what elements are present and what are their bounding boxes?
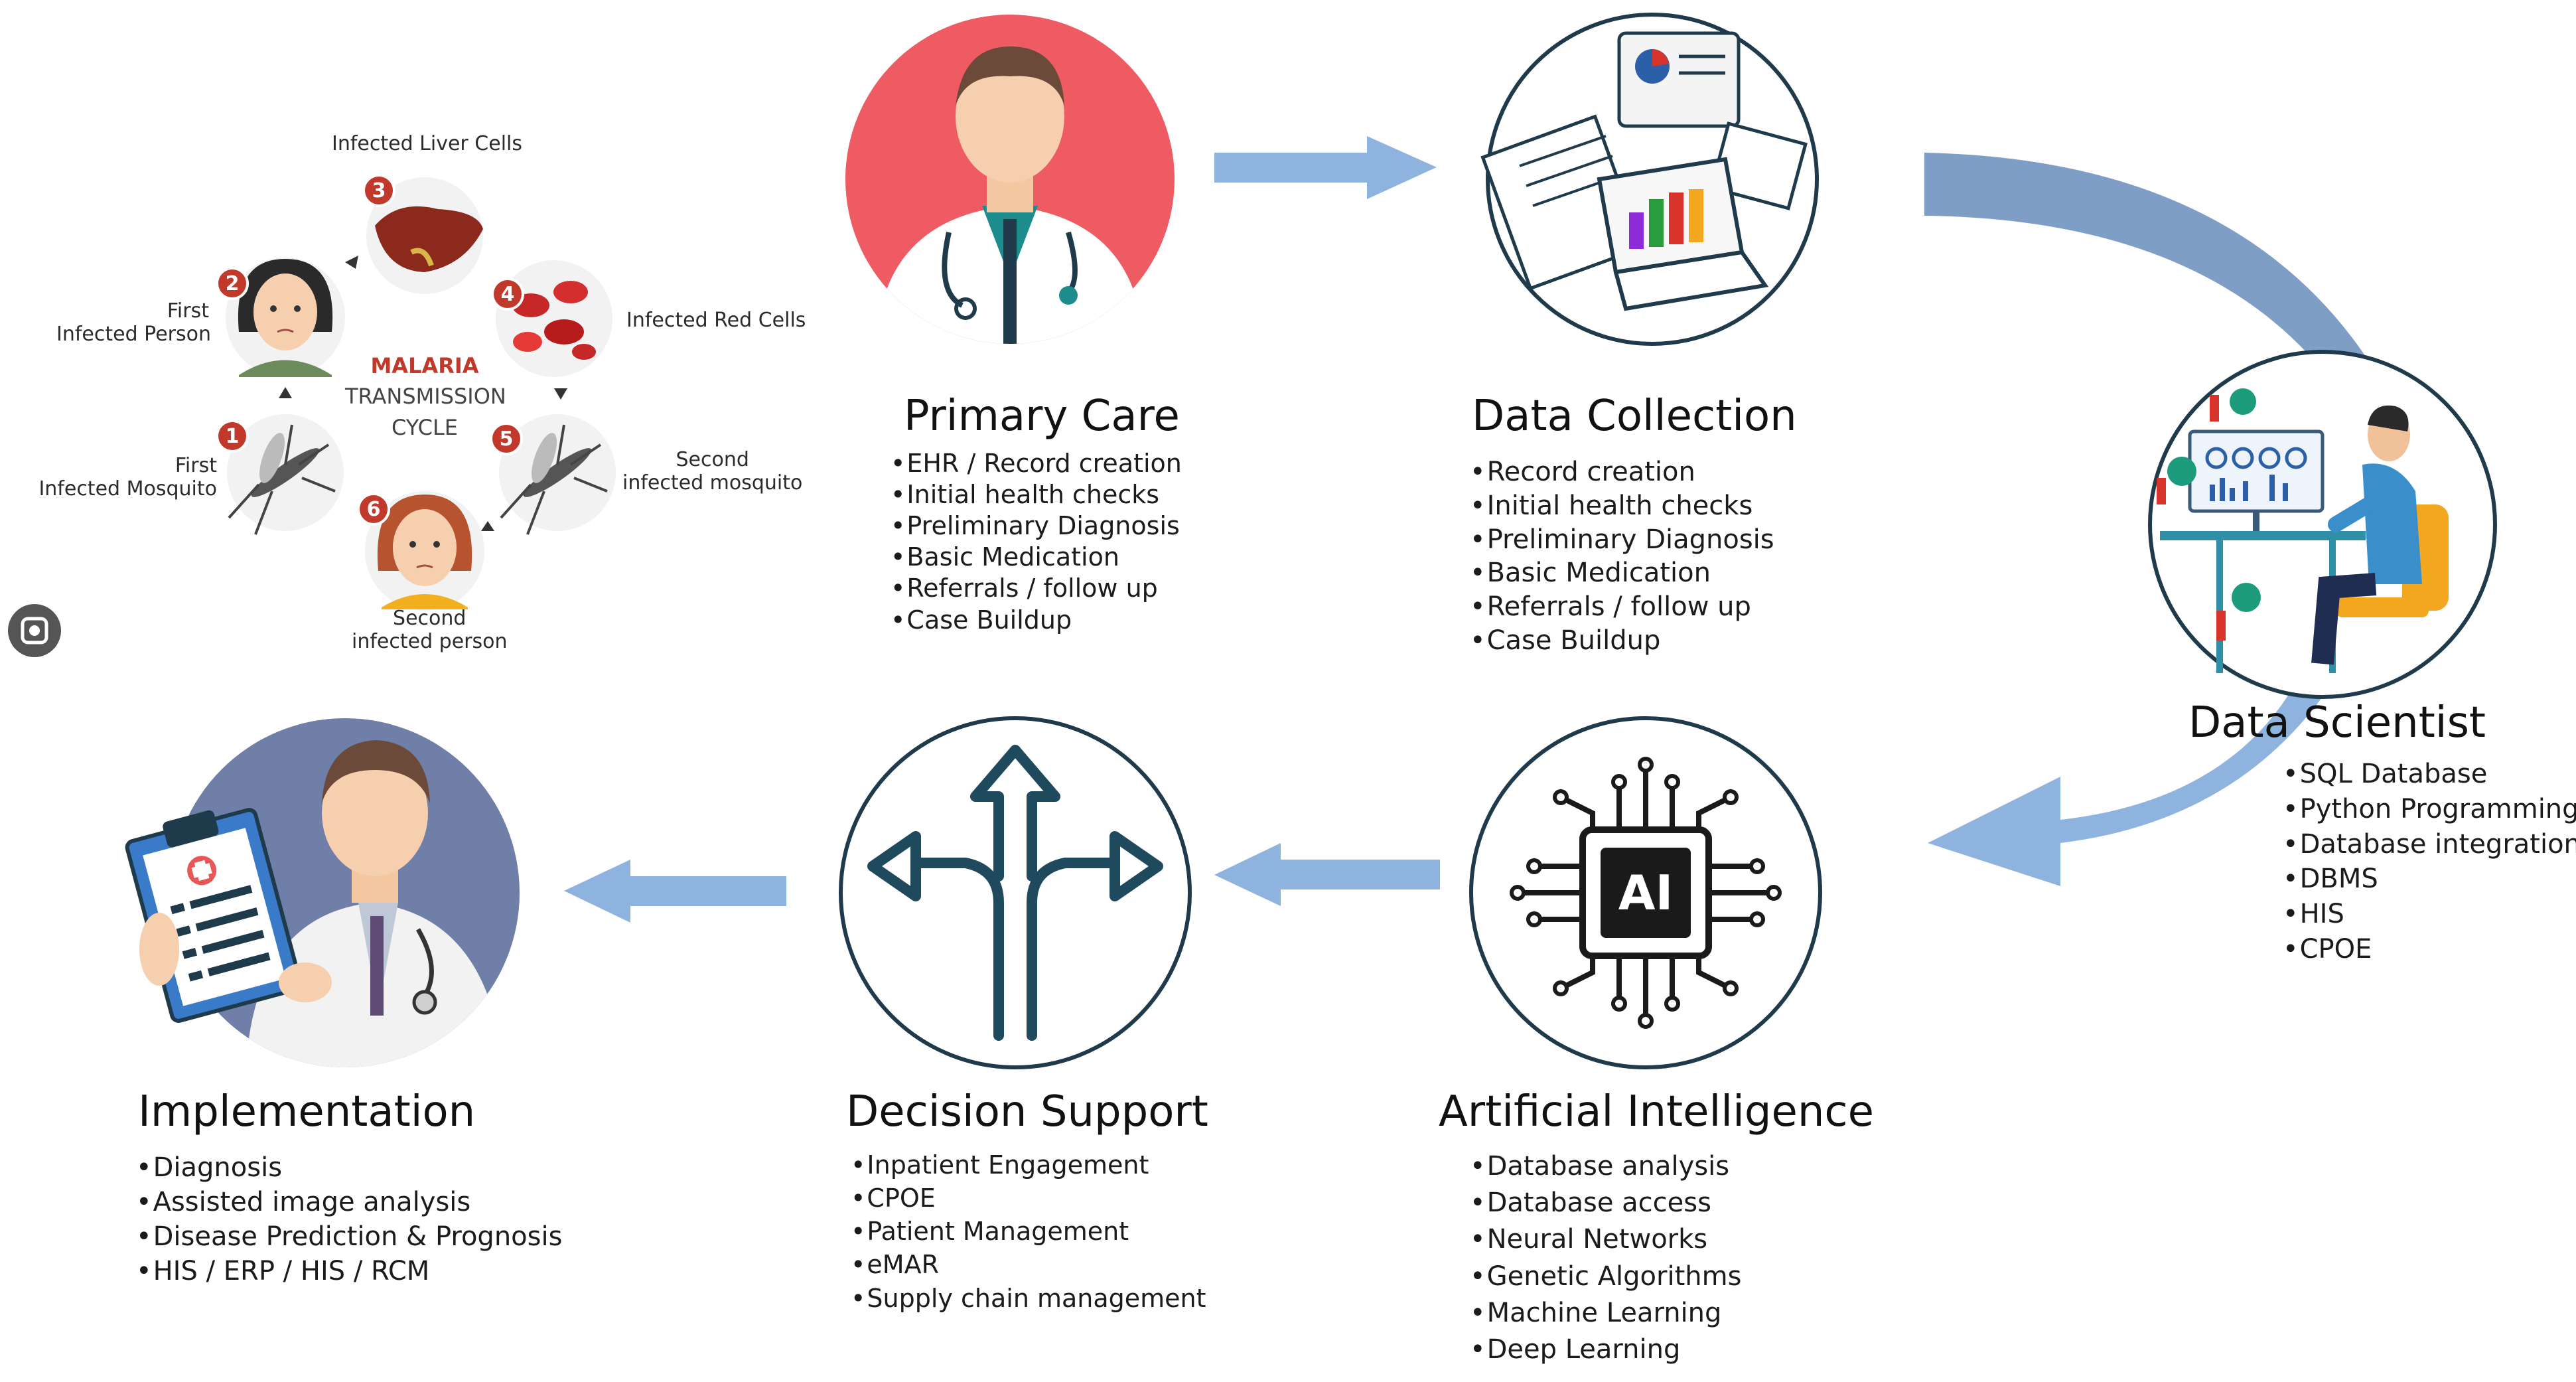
step-badge-1: 1 [216, 420, 249, 453]
primary-care-title: Primary Care [904, 392, 1180, 441]
list-item: EHR / Record creation [891, 448, 1181, 479]
split-arrows-icon [839, 716, 1192, 1069]
label-step-2: First Infected Person [56, 299, 211, 346]
list-item: Database analysis [1470, 1148, 1741, 1185]
list-item: Case Buildup [891, 605, 1182, 636]
list-item: HIS / ERP / HIS / RCM [136, 1254, 562, 1288]
list-item: Machine Learning [1470, 1295, 1741, 1332]
primary-care-list: EHR / Record creation Initial health che… [891, 448, 1182, 636]
list-item: eMAR [851, 1248, 1206, 1281]
list-item: Referrals / follow up [891, 573, 1182, 604]
lens-button[interactable] [8, 604, 61, 657]
list-item: Deep Learning [1470, 1332, 1741, 1368]
data-collection-list: Record creation Initial health checks Pr… [1470, 455, 1774, 658]
list-item: SQL Database [2283, 757, 2576, 792]
arrow-ai-to-decision [1214, 843, 1440, 906]
lens-icon [21, 617, 48, 645]
label-step-5: Second infected mosquito [622, 448, 803, 495]
list-item: Database access [1470, 1185, 1741, 1221]
label-step-3: Infected Liver Cells [332, 132, 523, 155]
list-item: Preliminary Diagnosis [891, 510, 1182, 542]
list-item: CPOE [851, 1182, 1206, 1215]
cycle-arrow-5-6 [481, 521, 494, 531]
documents-laptop-icon [1480, 13, 1819, 346]
step-badge-3: 3 [362, 174, 395, 207]
list-item: Diagnosis [136, 1150, 562, 1185]
artificial-intelligence-title: Artificial Intelligence [1439, 1087, 1874, 1136]
implementation-title: Implementation [138, 1087, 476, 1136]
arrow-decision-to-implementation [564, 860, 786, 923]
list-item: Record creation [1470, 455, 1774, 489]
step-badge-6: 6 [357, 493, 390, 526]
list-item: Initial health checks [1470, 489, 1774, 523]
second-mosquito-icon [499, 414, 616, 535]
list-item: DBMS [2283, 862, 2576, 897]
step-badge-2: 2 [216, 267, 249, 300]
arrow-primary-to-collection [1214, 136, 1437, 199]
list-item: CPOE [2283, 932, 2576, 967]
list-item: Case Buildup [1470, 624, 1774, 658]
step-badge-5: 5 [490, 422, 523, 455]
doctor-icon [845, 15, 1175, 344]
list-item: Database integration [2283, 827, 2576, 862]
list-item: Basic Medication [1470, 556, 1774, 590]
data-collection-title: Data Collection [1472, 392, 1797, 441]
label-step-1: First Infected Mosquito [38, 454, 217, 500]
ai-chip-label: AI [1618, 865, 1674, 921]
label-step-4: Infected Red Cells [626, 309, 806, 332]
list-item: Referrals / follow up [1470, 590, 1774, 624]
malaria-cycle-graphics [226, 177, 616, 611]
list-item: Basic Medication [891, 542, 1182, 573]
red-cells-icon [496, 260, 612, 377]
artificial-intelligence-list: Database analysis Database access Neural… [1470, 1148, 1742, 1368]
list-item: Patient Management [851, 1215, 1206, 1248]
list-item: Inpatient Engagement [851, 1148, 1206, 1182]
list-item: Initial health checks [891, 479, 1182, 510]
implementation-list: Diagnosis Assisted image analysis Diseas… [136, 1150, 563, 1288]
liver-icon [366, 177, 483, 294]
cycle-arrow-1-2 [279, 387, 292, 398]
cycle-arrow-2-3 [345, 256, 358, 269]
malaria-center-title: MALARIA TRANSMISSION CYCLE [345, 353, 506, 440]
data-scientist-desk-icon [2148, 350, 2497, 699]
first-mosquito-icon [227, 414, 344, 535]
decision-support-title: Decision Support [846, 1087, 1208, 1136]
list-item: Disease Prediction & Prognosis [136, 1219, 563, 1254]
list-item: Genetic Algorithms [1470, 1259, 1742, 1295]
list-item: Supply chain management [851, 1282, 1206, 1315]
label-step-6: Second infected person [352, 607, 508, 653]
first-infected-person-icon [226, 258, 345, 377]
list-item: Assisted image analysis [136, 1185, 562, 1219]
curve-arrow-top [1924, 153, 2376, 378]
decision-support-list: Inpatient Engagement CPOE Patient Manage… [851, 1148, 1206, 1315]
list-item: Preliminary Diagnosis [1470, 523, 1774, 557]
clipboard-doctor-icon [125, 718, 520, 1067]
cycle-arrow-4-5 [554, 388, 567, 400]
list-item: Python Programming [2283, 792, 2576, 827]
step-badge-4: 4 [491, 277, 524, 311]
second-infected-person-icon [365, 491, 484, 611]
data-scientist-title: Data Scientist [2188, 698, 2486, 747]
list-item: HIS [2283, 897, 2576, 932]
data-scientist-list: SQL Database Python Programming Database… [2283, 757, 2576, 967]
list-item: Neural Networks [1470, 1221, 1741, 1258]
